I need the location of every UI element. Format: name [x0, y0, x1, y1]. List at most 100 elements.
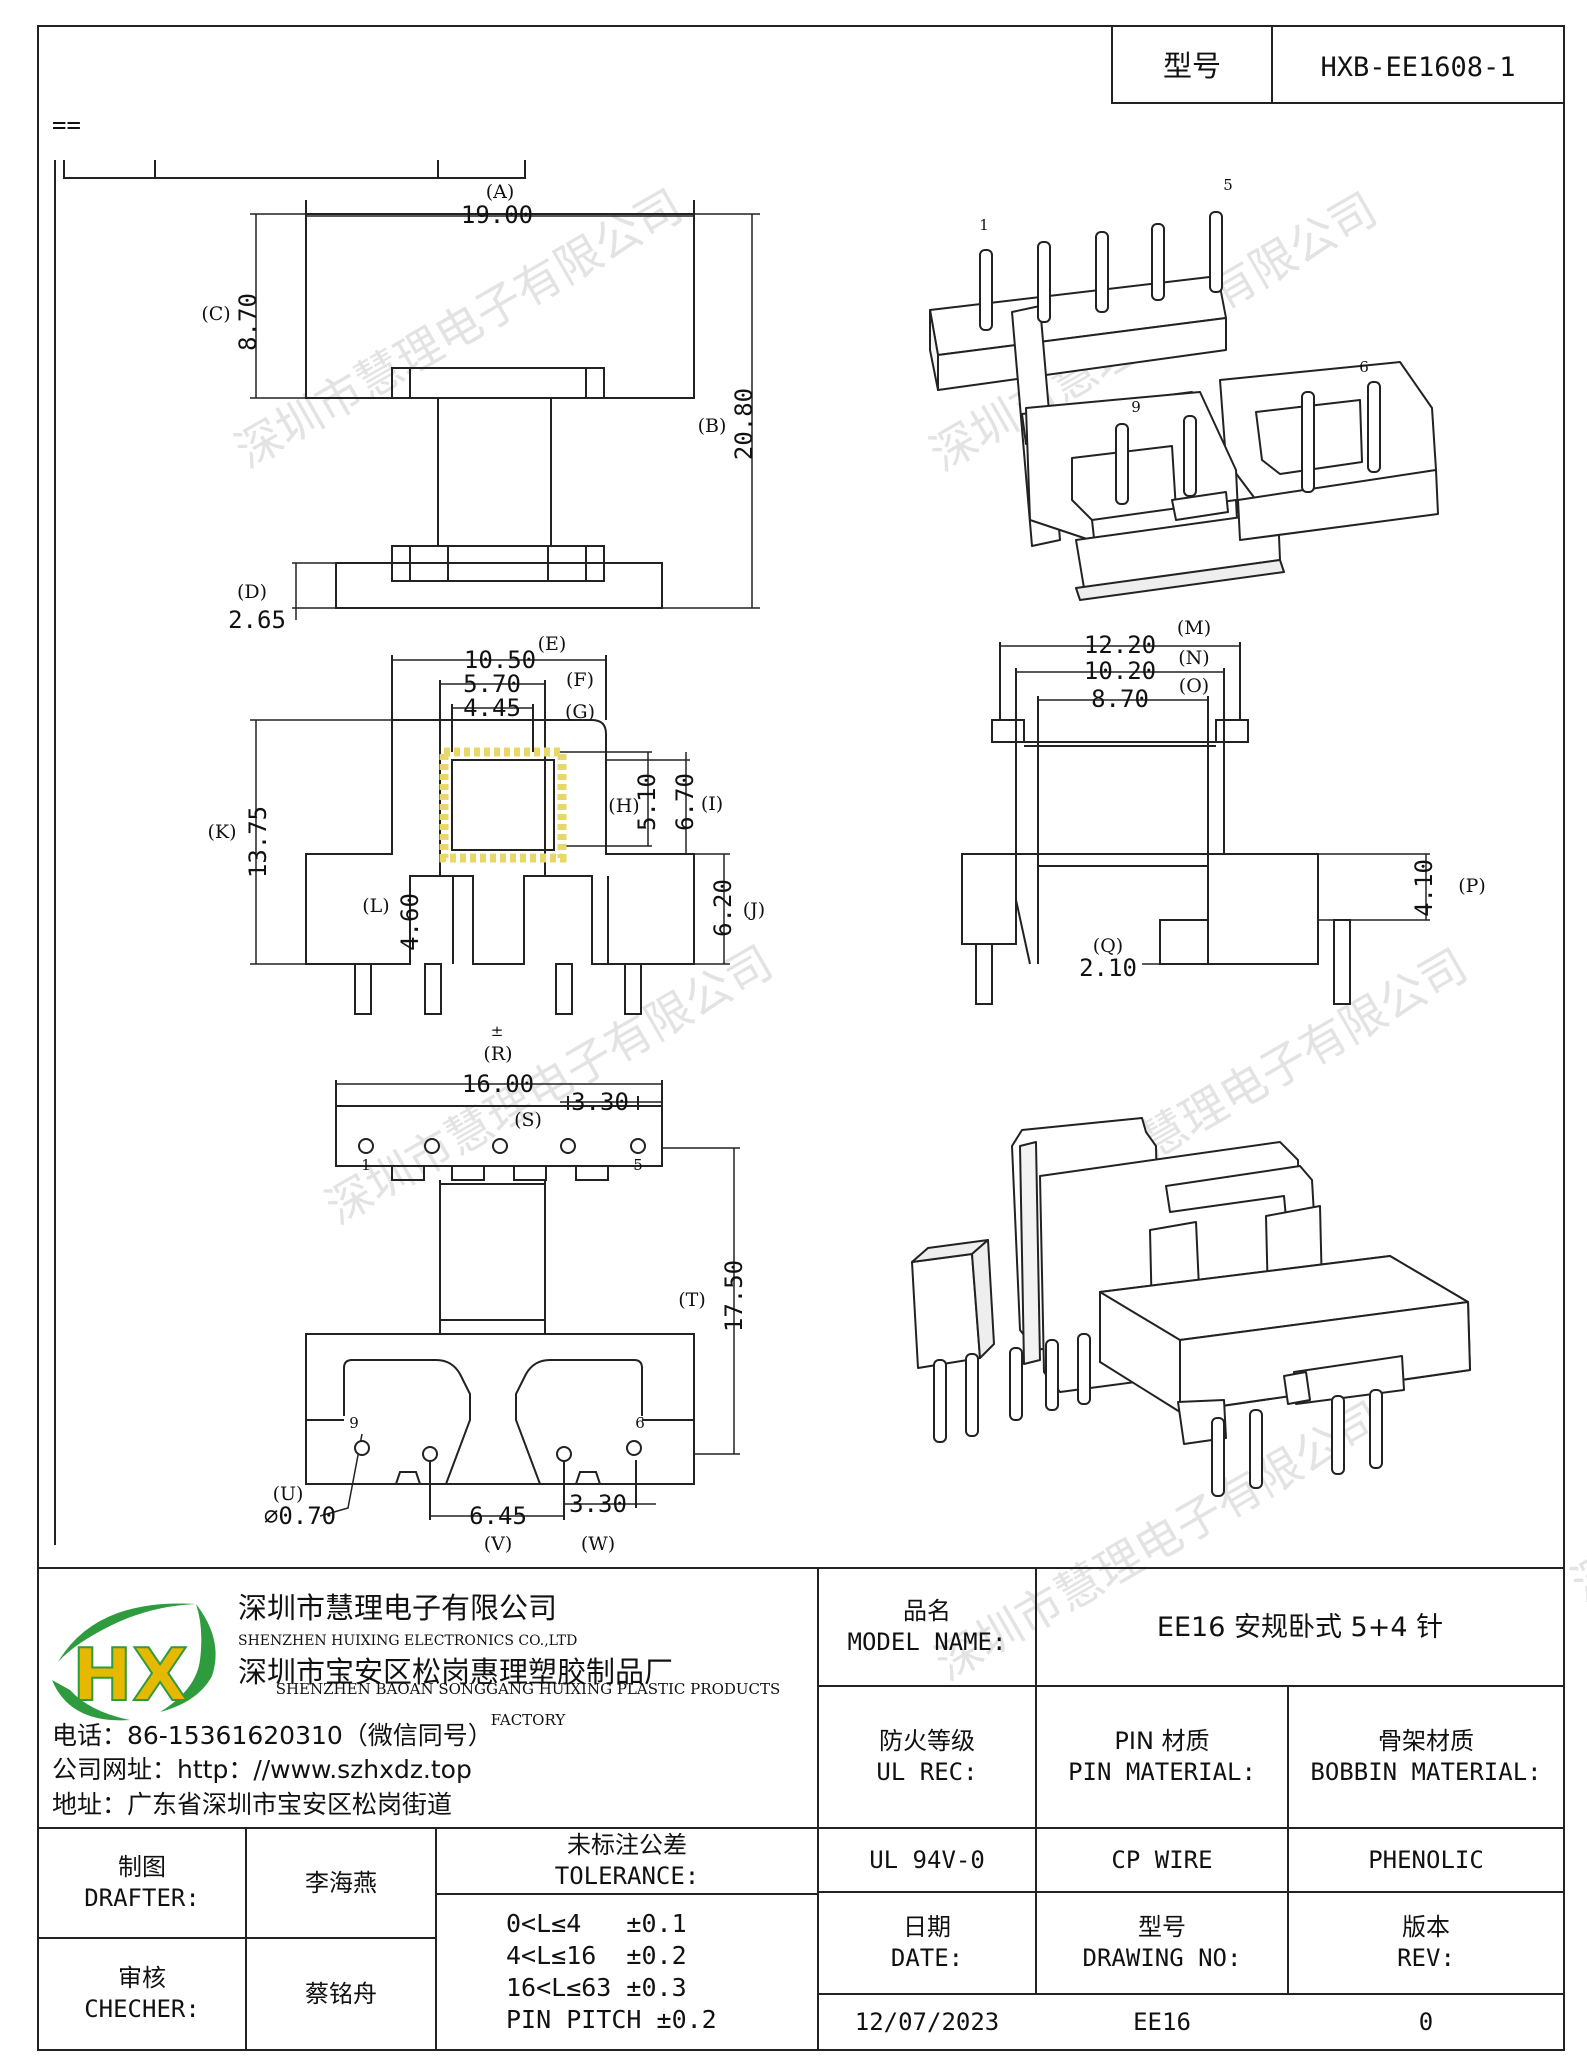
- top-view: [250, 200, 760, 620]
- bottom-pin-9: 9: [349, 1414, 359, 1432]
- dim-H-label: (H): [608, 795, 639, 817]
- factory-name-cn: 深圳市宝安区松岗惠理塑胶制品厂: [238, 1654, 674, 1689]
- tolerance-row-3: 16<L≤63 ±0.3: [506, 1973, 687, 2002]
- checker-label: 审核 CHECHER:: [38, 1938, 246, 2050]
- iso-view-top-pins: [979, 211, 1381, 505]
- dim-A-value: 19.00: [461, 201, 533, 229]
- rev-value: 0: [1418, 2007, 1434, 2036]
- model-name-en: MODEL NAME:: [847, 1628, 1007, 1656]
- dim-B-label: (B): [698, 415, 727, 437]
- top-stub-lines: [63, 160, 526, 179]
- tolerance-table: 0<L≤4 ±0.1 4<L≤16 ±0.2 16<L≤63 ±0.3 PIN …: [436, 1894, 818, 2050]
- company-address: 地址：广东省深圳市宝安区松岗街道: [52, 1789, 453, 1819]
- bottom-pin-1: 1: [361, 1156, 371, 1174]
- bobbin-material-cn: 骨架材质: [1378, 1727, 1474, 1755]
- drafter-name: 李海燕: [305, 1868, 377, 1897]
- date-label: 日期 DATE:: [818, 1892, 1036, 1994]
- bottom-pin-6: 6: [635, 1414, 645, 1432]
- watermark-1: 深圳市慧理电子有限公司: [226, 179, 691, 479]
- dim-S-label: (S): [514, 1109, 542, 1131]
- dim-N-value: 10.20: [1084, 657, 1156, 685]
- drafter-en: DRAFTER:: [84, 1884, 200, 1912]
- rev-label: 版本 REV:: [1288, 1892, 1564, 1994]
- bottom-view-pins: [354, 1138, 646, 1462]
- dim-W-value: 3.30: [569, 1490, 627, 1518]
- bottom-pin-5: 5: [633, 1156, 643, 1174]
- header-model-label: 型号: [1163, 49, 1221, 83]
- dim-P-value: 4.10: [1410, 859, 1438, 917]
- iso-pin-9: 9: [1131, 398, 1141, 416]
- dim-U-value: ⌀0.70: [264, 1502, 336, 1530]
- header-model-box: [1111, 25, 1565, 104]
- dim-J-label: (J): [743, 899, 765, 921]
- watermark-3: 深圳市慧理电子有限公司: [316, 935, 781, 1235]
- dim-V-label: (V): [484, 1533, 513, 1555]
- tolerance-en: TOLERANCE:: [554, 1862, 700, 1890]
- dim-T-value: 17.50: [720, 1260, 748, 1332]
- rev-cn: 版本: [1402, 1913, 1450, 1941]
- dim-L-value: 4.60: [396, 893, 424, 951]
- iso-pin-6: 6: [1359, 358, 1369, 376]
- tolerance-cn: 未标注公差: [567, 1831, 687, 1859]
- header-model-value: HXB-EE1608-1: [1320, 52, 1515, 83]
- iso-pin-1: 1: [979, 216, 989, 234]
- drawing-no-label: 型号 DRAWING NO:: [1036, 1892, 1288, 1994]
- dim-D-value: 2.65: [228, 606, 286, 634]
- date-cn: 日期: [903, 1913, 951, 1941]
- date-en: DATE:: [890, 1944, 964, 1972]
- dim-L-label: (L): [362, 895, 389, 917]
- outer-border: [37, 25, 1565, 2051]
- dim-E-label: (E): [538, 633, 567, 655]
- dim-H-value: 5.10: [633, 773, 661, 831]
- checker-cn: 审核: [118, 1964, 166, 1992]
- drafter-cn: 制图: [118, 1853, 166, 1881]
- dim-D-label: (D): [237, 581, 267, 603]
- dim-C-label: (C): [201, 303, 230, 325]
- tolerance-row-2: 4<L≤16 ±0.2: [506, 1941, 687, 1970]
- tolerance-row-4: PIN PITCH ±0.2: [506, 2005, 717, 2034]
- tolerance-row-1: 0<L≤4 ±0.1: [506, 1909, 687, 1938]
- iso-view-bottom: [911, 1117, 1471, 1445]
- side-view: [961, 642, 1430, 1005]
- dim-M-label: (M): [1177, 617, 1211, 639]
- dim-Q-value: 2.10: [1079, 954, 1137, 982]
- dim-R-value: 16.00: [462, 1070, 534, 1098]
- checker-en: CHECHER:: [84, 1995, 200, 2023]
- pin-material-en: PIN MATERIAL:: [1068, 1758, 1256, 1786]
- dim-O-value: 8.70: [1091, 685, 1149, 713]
- rev-en: REV:: [1397, 1944, 1455, 1972]
- company-website: 公司网址：http：//www.szhxdz.top: [52, 1754, 472, 1784]
- dim-K-value: 13.75: [244, 806, 272, 878]
- company-name-cn: 深圳市慧理电子有限公司: [238, 1590, 558, 1625]
- pin-material-label: PIN 材质 PIN MATERIAL:: [1036, 1686, 1288, 1828]
- bottom-view: [305, 1080, 740, 1520]
- dim-W-label: (W): [581, 1533, 615, 1555]
- ul-value: UL 94V-0: [869, 1845, 985, 1874]
- model-name-cn: 品名: [903, 1597, 951, 1625]
- watermark-6: 深圳市慧理电子有限公司: [1562, 1313, 1587, 1613]
- drawing-no-value: EE16: [1133, 2007, 1191, 2036]
- dim-I-value: 6.70: [671, 773, 699, 831]
- dim-C-value: 8.70: [234, 293, 262, 351]
- bobbin-material-value: PHENOLIC: [1368, 1845, 1484, 1874]
- date-value: 12/07/2023: [854, 2007, 1000, 2036]
- dim-F-label: (F): [566, 669, 594, 691]
- company-logo: HX: [52, 1603, 216, 1721]
- tolerance-label: 未标注公差 TOLERANCE:: [436, 1828, 818, 1894]
- model-name-value: EE16 安规卧式 5+4 针: [1156, 1611, 1444, 1643]
- dim-J-value: 6.20: [709, 879, 737, 937]
- bobbin-material-en: BOBBIN MATERIAL:: [1310, 1758, 1542, 1786]
- dim-O-label: (O): [1179, 675, 1209, 697]
- dim-A-label: (A): [486, 181, 515, 203]
- dim-F-value: 5.70: [463, 670, 521, 698]
- company-name-en: SHENZHEN HUIXING ELECTRONICS CO.,LTD: [238, 1632, 578, 1649]
- dim-T-label: (T): [678, 1289, 706, 1311]
- dim-P-label: (P): [1458, 875, 1486, 897]
- dim-I-label: (I): [701, 793, 723, 815]
- pin-material-value: CP WIRE: [1111, 1845, 1213, 1874]
- dim-G-value: 4.45: [463, 694, 521, 722]
- small-yellow-mark: ±: [491, 1022, 504, 1040]
- logo-text: HX: [72, 1633, 188, 1717]
- company-phone: 电话：86-15361620310（微信同号）: [52, 1720, 493, 1750]
